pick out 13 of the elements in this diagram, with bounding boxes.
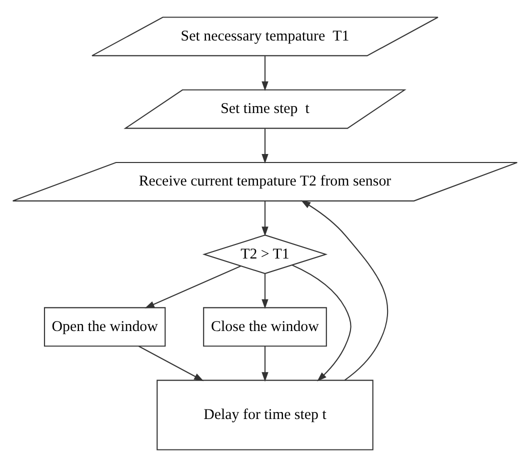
arrow bbox=[144, 266, 241, 308]
node-diamond: T2 > T1 bbox=[202, 234, 328, 274]
arrow bbox=[262, 128, 268, 164]
arrow bbox=[262, 274, 268, 309]
arrow bbox=[262, 201, 268, 236]
node-box: Delay for time step t bbox=[156, 380, 374, 450]
node-box: Close the window bbox=[203, 307, 327, 347]
arrow bbox=[262, 56, 268, 92]
arrow bbox=[300, 200, 388, 381]
arrow bbox=[138, 346, 204, 382]
arrow bbox=[262, 346, 268, 382]
node-box: Open the window bbox=[44, 307, 166, 347]
arrow bbox=[292, 264, 352, 382]
